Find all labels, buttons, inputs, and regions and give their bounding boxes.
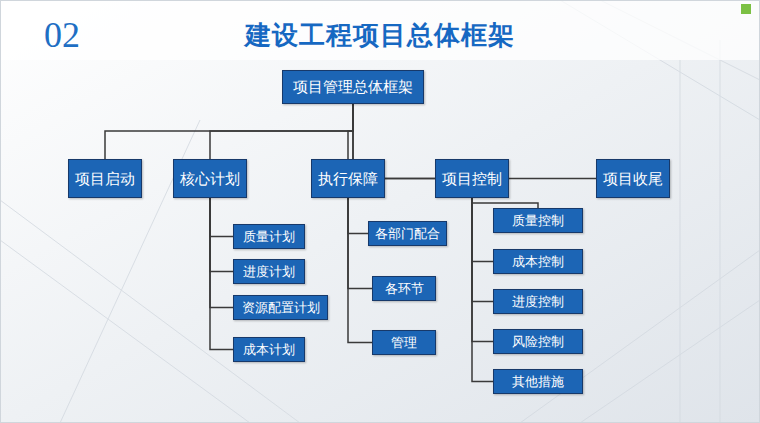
box-label: 各部门配合 xyxy=(375,226,440,242)
process-box: 各部门配合 xyxy=(368,221,447,246)
tree-connector xyxy=(472,198,493,382)
tree-connector xyxy=(348,198,372,343)
box-label: 进度计划 xyxy=(243,264,295,280)
box-label: 项目控制 xyxy=(442,170,502,188)
process-box: 质量计划 xyxy=(233,224,305,249)
box-label: 管理 xyxy=(391,335,417,351)
process-box: 项目控制 xyxy=(435,159,509,198)
box-label: 进度控制 xyxy=(512,294,564,310)
box-label: 项目管理总体框架 xyxy=(293,78,413,96)
box-label: 资源配置计划 xyxy=(242,300,320,316)
tree-connector xyxy=(472,198,493,342)
process-box: 其他措施 xyxy=(493,369,583,394)
tree-connector xyxy=(210,198,233,350)
box-label: 风险控制 xyxy=(512,334,564,350)
process-box: 进度控制 xyxy=(493,289,583,314)
corner-square xyxy=(741,4,751,14)
process-box: 项目启动 xyxy=(68,159,142,198)
process-box: 管理 xyxy=(372,330,436,355)
box-label: 核心计划 xyxy=(180,170,240,188)
slide-title: 建设工程项目总体框架 xyxy=(0,18,760,53)
process-box: 资源配置计划 xyxy=(233,295,328,320)
tree-connector xyxy=(105,104,353,159)
root-box: 项目管理总体框架 xyxy=(282,70,424,104)
section-number: 02 xyxy=(44,14,80,56)
tree-connector xyxy=(472,198,493,302)
process-box: 核心计划 xyxy=(173,159,247,198)
box-label: 项目收尾 xyxy=(603,170,663,188)
process-box: 风险控制 xyxy=(493,329,583,354)
process-box: 成本计划 xyxy=(233,337,305,362)
tree-connector xyxy=(472,198,538,208)
process-box: 各环节 xyxy=(372,276,436,301)
box-label: 成本计划 xyxy=(243,342,295,358)
process-box: 成本控制 xyxy=(493,249,583,274)
process-box: 项目收尾 xyxy=(596,159,670,198)
box-label: 质量计划 xyxy=(243,229,295,245)
tree-connector xyxy=(210,104,353,159)
tree-connector xyxy=(210,198,233,272)
box-label: 各环节 xyxy=(385,281,424,297)
box-label: 执行保障 xyxy=(318,170,378,188)
tree-connector xyxy=(210,198,233,237)
process-box: 质量控制 xyxy=(493,208,583,233)
tree-connector xyxy=(210,198,233,308)
box-label: 项目启动 xyxy=(75,170,135,188)
box-label: 成本控制 xyxy=(512,254,564,270)
header-band xyxy=(0,0,760,60)
tree-connector xyxy=(348,198,368,234)
box-label: 其他措施 xyxy=(512,374,564,390)
box-label: 质量控制 xyxy=(512,213,564,229)
process-box: 进度计划 xyxy=(233,259,305,284)
tree-connector xyxy=(348,104,353,159)
process-box: 执行保障 xyxy=(311,159,385,198)
tree-connector xyxy=(472,198,493,262)
